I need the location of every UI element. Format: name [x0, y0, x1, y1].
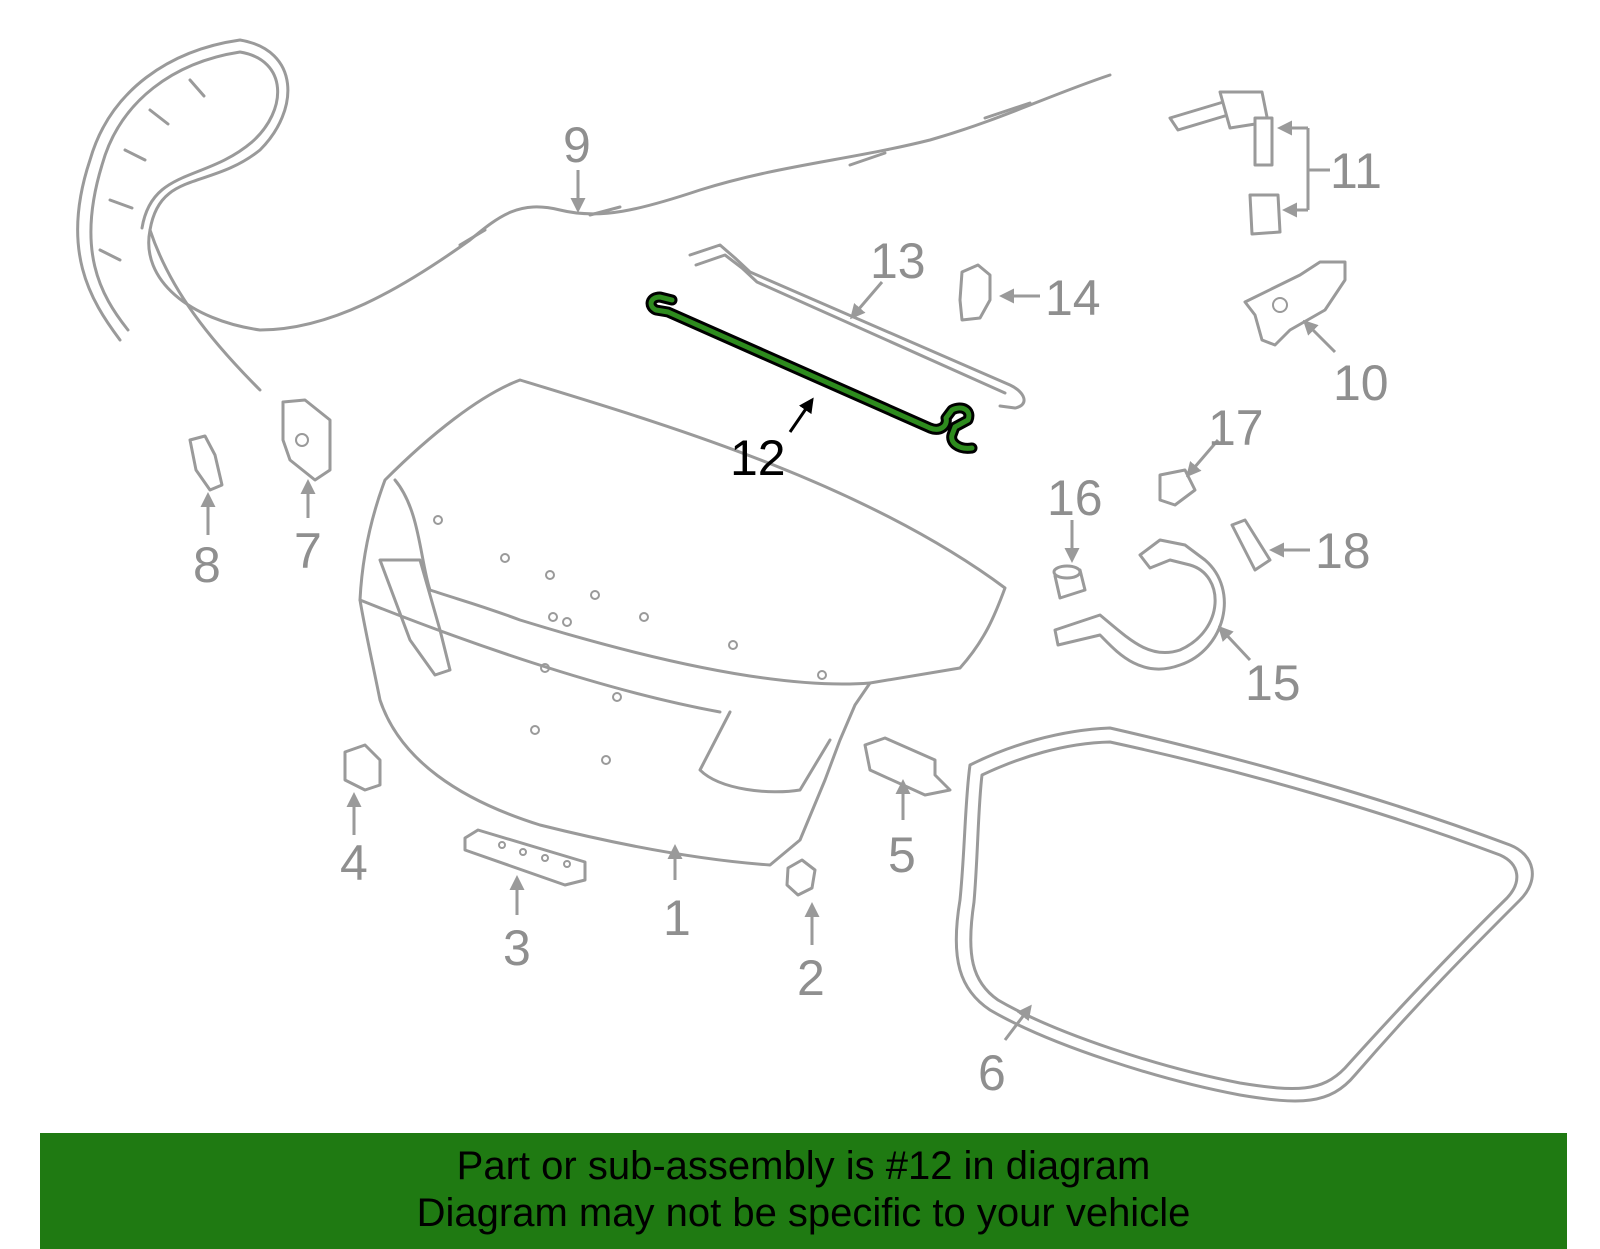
callout-10: 10	[1333, 355, 1389, 411]
part-7-latch	[281, 398, 332, 482]
callout-16: 16	[1047, 470, 1103, 526]
part-18-pad	[1230, 518, 1272, 572]
callout-18: 18	[1315, 523, 1371, 579]
part-15-hinge	[1053, 538, 1226, 671]
callout-17: 17	[1208, 400, 1264, 456]
part-9-release-cable	[76, 38, 1112, 392]
callout-7: 7	[294, 523, 322, 579]
callout-15: 15	[1245, 655, 1301, 711]
callout-1: 1	[663, 890, 691, 946]
part-10-latch	[1243, 260, 1347, 347]
caption-line-1: Part or sub-assembly is #12 in diagram	[456, 1144, 1151, 1188]
part-17-clip	[1158, 468, 1197, 507]
callout-6: 6	[978, 1045, 1006, 1101]
part-4-cover	[343, 743, 382, 792]
callout-12: 12	[730, 430, 786, 486]
part-8-bracket	[188, 434, 224, 492]
part-3-garnish	[463, 828, 587, 887]
callout-8: 8	[193, 537, 221, 593]
part-2-bumper-stop	[785, 858, 817, 897]
part-16-bumper	[1052, 564, 1087, 600]
callout-14: 14	[1045, 270, 1101, 326]
part-13-support-rod	[688, 243, 1026, 410]
caption-bar: Part or sub-assembly is #12 in diagram D…	[40, 1133, 1567, 1249]
callout-11: 11	[1330, 143, 1382, 199]
part-5-handle	[863, 736, 952, 797]
callout-labels: 1 2 3 4 5 6 7 8 9 10 11 12 13 14 15 16 1…	[193, 117, 1389, 1101]
part-14-clip	[958, 263, 992, 322]
callout-4: 4	[340, 835, 368, 891]
callout-9: 9	[563, 117, 591, 173]
callout-2: 2	[797, 950, 825, 1006]
callout-13: 13	[870, 233, 926, 289]
part-6-weatherstrip	[954, 726, 1534, 1103]
part-1-trunk-lid	[358, 378, 1007, 867]
parts-diagram: 1 2 3 4 5 6 7 8 9 10 11 12 13 14 15 16 1…	[76, 38, 1534, 1103]
caption-line-2: Diagram may not be specific to your vehi…	[416, 1191, 1191, 1235]
part-12-torsion-bar	[645, 291, 978, 454]
part-11-lock-cylinder	[1168, 90, 1282, 236]
callout-5: 5	[888, 827, 916, 883]
callout-3: 3	[503, 920, 531, 976]
leader-arrows	[200, 120, 1337, 1041]
